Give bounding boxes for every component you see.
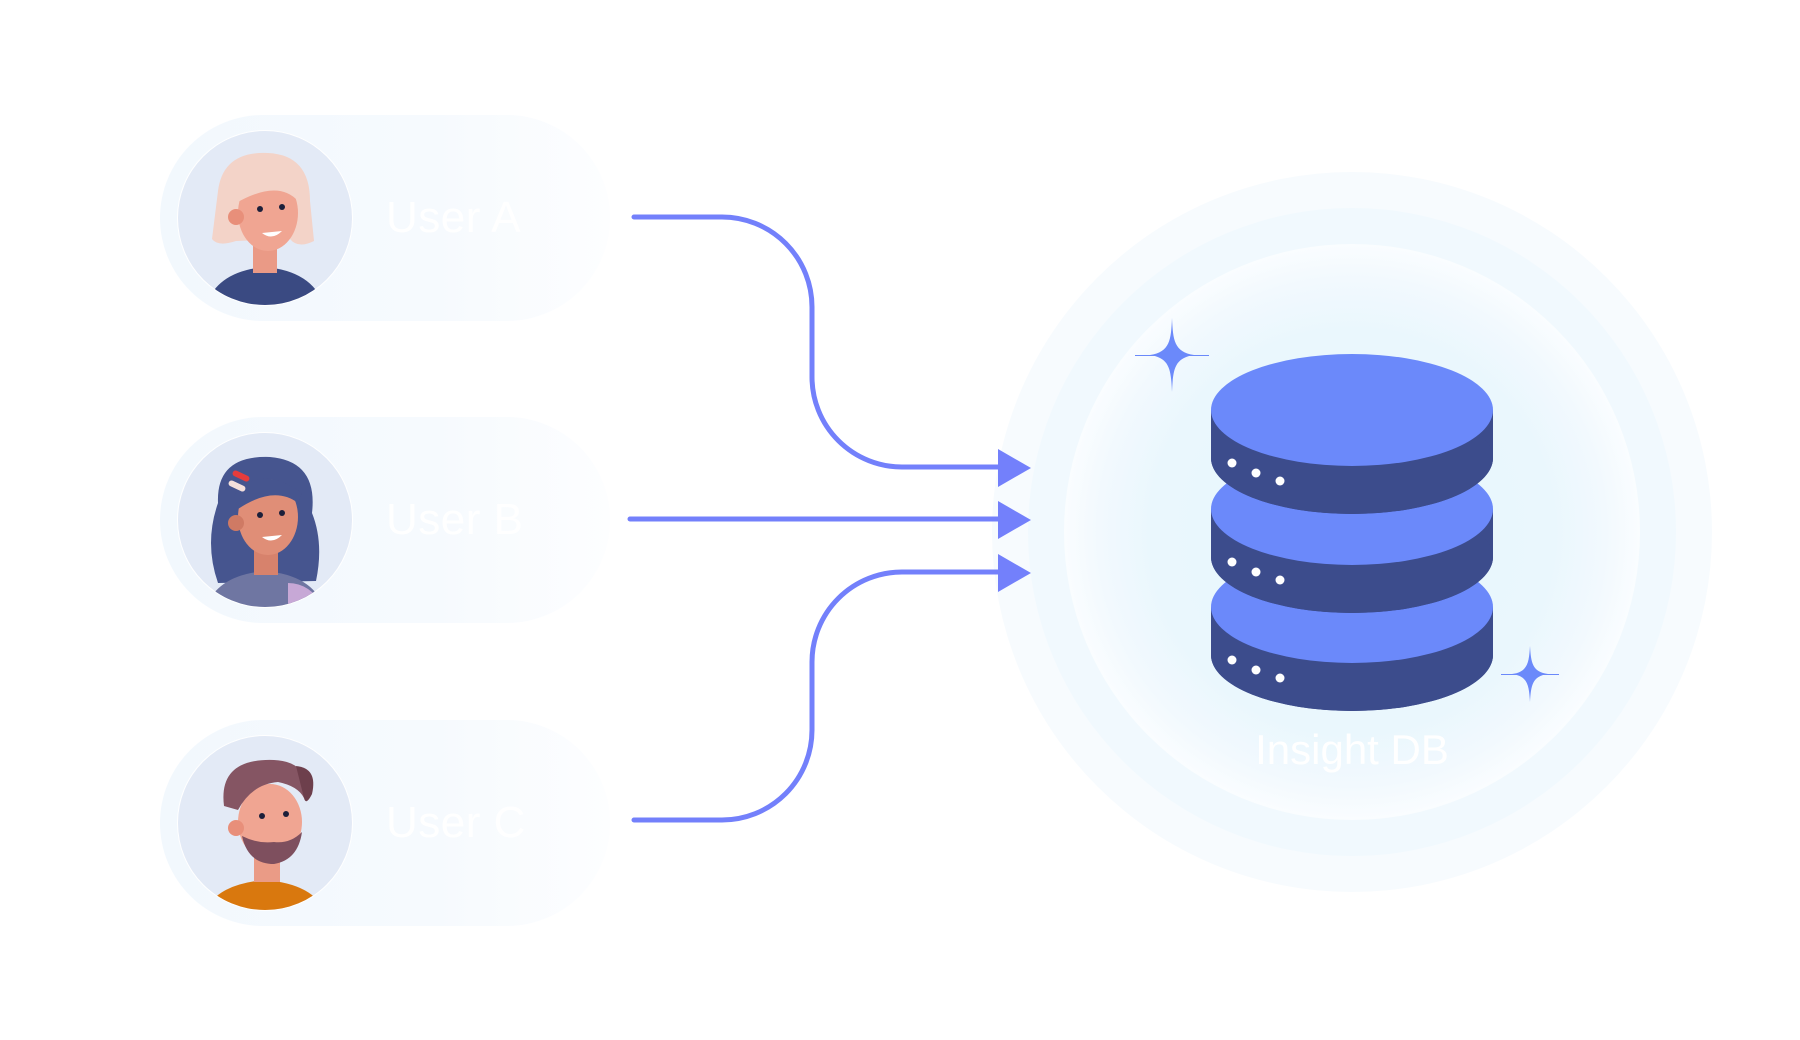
user-label: User B	[386, 495, 524, 544]
user-label: User C	[386, 798, 526, 847]
woman-blonde-avatar-icon	[206, 152, 324, 305]
man-beard-avatar-icon	[206, 759, 324, 910]
database-icon	[1211, 354, 1493, 711]
arrowhead-c-icon	[998, 554, 1031, 592]
arrowhead-b-icon	[998, 501, 1031, 539]
user-card-b[interactable]: User B	[160, 417, 610, 623]
sparkle-icon	[1501, 646, 1559, 702]
user-card-c[interactable]: User C	[160, 720, 610, 926]
arrowhead-a-icon	[998, 449, 1031, 487]
database-label: Insight DB	[1255, 726, 1449, 773]
avatar	[178, 736, 352, 910]
arrow-user-a	[631, 214, 1003, 470]
avatar	[178, 131, 352, 305]
arrow-user-c	[631, 569, 1003, 823]
woman-hair-clip-avatar-icon	[206, 456, 324, 607]
db-layer-1	[1211, 354, 1493, 514]
user-label: User A	[386, 193, 522, 242]
avatar	[178, 433, 352, 607]
sparkle-icon	[1135, 318, 1209, 392]
user-card-a[interactable]: User A	[160, 115, 610, 321]
